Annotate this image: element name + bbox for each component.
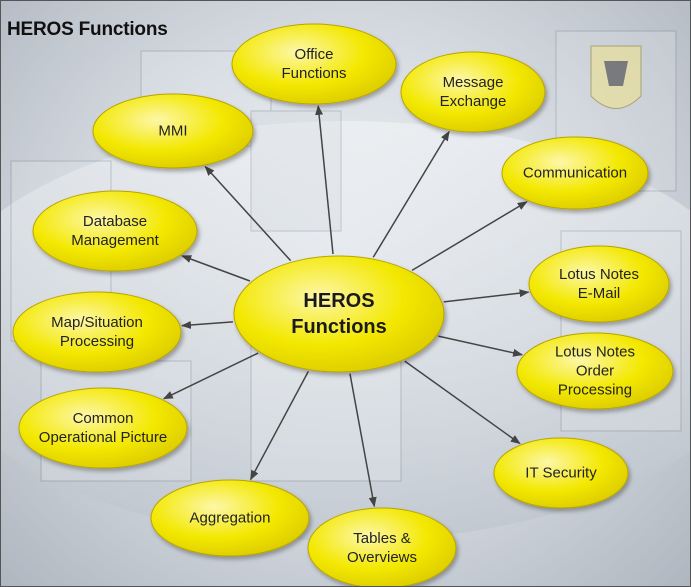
coat-of-arms-icon	[590, 45, 642, 109]
node-lotus-notes-order-processing	[516, 332, 674, 410]
node-map-situation-processing	[12, 291, 182, 373]
box-center	[250, 110, 342, 232]
node-tables-overviews	[307, 507, 457, 586]
node-group	[12, 23, 674, 586]
node-mmi	[92, 93, 254, 169]
arrow-to-lotus-notes-email	[443, 289, 530, 303]
arrow-to-message-exchange	[372, 130, 450, 258]
arrow-to-office-functions	[315, 104, 334, 255]
node-center-heros-functions	[233, 255, 445, 373]
arrow-to-map-situation-processing	[180, 321, 234, 329]
node-it-security	[493, 437, 629, 509]
node-office-functions	[231, 23, 397, 105]
node-common-operational-picture	[18, 387, 188, 469]
arrow-to-mmi	[204, 165, 292, 262]
node-aggregation	[150, 479, 310, 557]
arrow-to-tables-overviews	[349, 373, 377, 508]
arrow-to-it-security	[404, 360, 521, 445]
arrow-group	[162, 104, 530, 508]
node-lotus-notes-email	[528, 245, 670, 323]
arrow-to-aggregation	[249, 371, 309, 481]
node-message-exchange	[400, 51, 546, 133]
node-communication	[501, 136, 649, 210]
arrow-to-lotus-notes-order-processing	[438, 335, 524, 357]
diagram-title: HEROS Functions	[7, 19, 168, 40]
arrow-to-common-operational-picture	[162, 352, 259, 400]
arrow-to-database-management	[181, 255, 251, 282]
arrow-to-communication	[411, 201, 528, 272]
node-database-management	[32, 190, 198, 272]
